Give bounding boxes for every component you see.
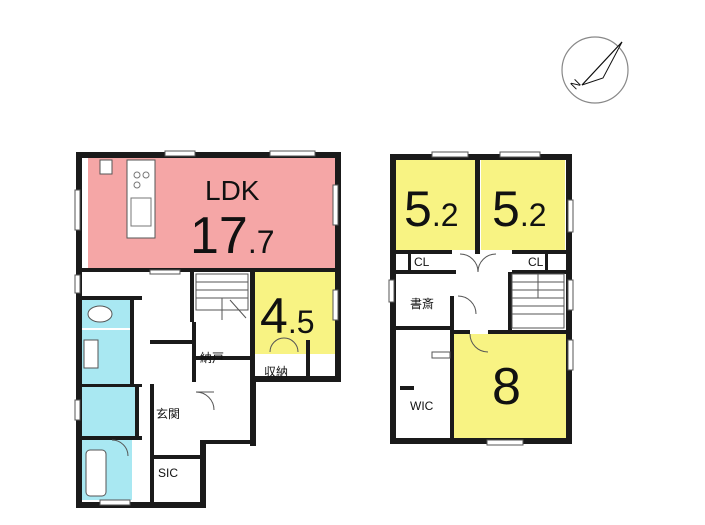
shoe-closet-label: SIC [158, 466, 178, 480]
washbasin-icon [83, 339, 99, 369]
wic-label: WIC [410, 399, 434, 413]
master-room-fill [452, 334, 566, 438]
closet-storage-label: 納戸 [200, 351, 224, 365]
room-left-closet-label: CL [414, 255, 430, 269]
utility-fill [80, 386, 136, 438]
stairs-second-floor [511, 273, 565, 329]
room-right-size: 5.2 [492, 181, 547, 237]
ldk-label: LDK [205, 175, 260, 206]
storage-label: 収納 [264, 365, 288, 379]
wic-shelf [431, 351, 451, 359]
north-arrow-icon [581, 41, 623, 86]
bathtub-icon [85, 449, 107, 497]
toilet-icon [87, 305, 113, 323]
stairs-first-floor [195, 273, 249, 320]
room-left-fill [395, 160, 475, 250]
study-label: 書斎 [410, 296, 434, 311]
room-right-fill [481, 160, 565, 250]
first-floor-plan: LDK 17.7 4.5 納戸 収納 玄関 SIC [74, 150, 341, 508]
room-right-closet-label: CL [528, 255, 544, 269]
master-room-size: 8 [492, 358, 521, 416]
western-room-size: 4.5 [260, 288, 315, 344]
compass: N [561, 36, 629, 104]
second-floor-plan: 5.2 5.2 CL CL 書斎 WIC 8 [388, 151, 574, 446]
entrance-label: 玄関 [156, 406, 180, 421]
western-room-fill [253, 272, 336, 354]
room-left-size: 5.2 [404, 181, 459, 237]
ldk-size: 17.7 [190, 207, 275, 265]
